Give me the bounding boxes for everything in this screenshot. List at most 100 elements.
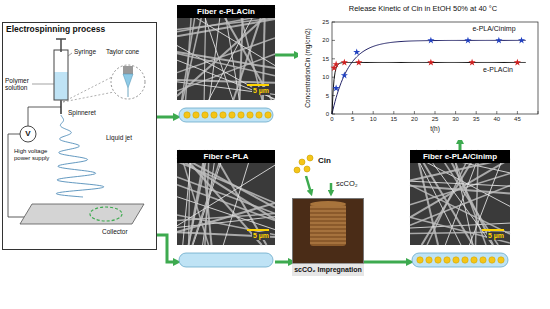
cin-particle [256,112,262,118]
wire [28,107,61,126]
imp-node: scCO₂ Impregnation [292,198,364,276]
part-label: High voltage power supply [14,148,54,162]
cin-particle [307,155,313,161]
process-arrow [157,235,177,262]
cin-particle [220,112,226,118]
fiber-strand [410,185,510,234]
tick-label: 0 [326,111,329,118]
liquid-jet [56,115,103,197]
part-label: Collector [102,228,128,235]
roll-stripe [310,215,346,216]
sem-node: Fiber e-PLA5 µm [177,150,275,272]
tick-label: 25 [432,116,439,123]
electro-node: Electrospinning processSyringePolymer so… [2,22,157,250]
process-arrow [275,53,298,56]
sem-illustration [177,150,275,272]
tick-label: 15 [390,116,397,123]
sem-illustration [410,150,510,272]
cin-particle [453,257,459,263]
data-point [341,72,348,79]
fiber-tube [179,253,273,267]
syringe-barrel [54,50,68,100]
power-supply-symbol [20,126,36,142]
cin-particle [247,112,253,118]
data-point [333,84,340,91]
tick-label: 35 [473,116,480,123]
fiber-label: Fiber e-PLA/Cinimp [410,150,510,163]
inset-leader [63,92,114,102]
tick-label: 30 [452,116,459,123]
fiber-strand [177,46,275,100]
tick-mark [538,111,539,114]
tick-mark [332,58,335,59]
data-point [427,59,434,66]
roll-stripe [310,227,346,228]
fiber-strand [209,5,221,100]
part-label: Spinneret [68,109,96,116]
taylor-cone [123,74,133,88]
roll-stripe [310,231,346,232]
chart-title: Release Kinetic of Cin in EtOH 50% at 40… [298,5,548,14]
tick-mark [332,22,335,23]
fiber-strand [410,217,510,243]
roll-stripes [310,207,346,243]
tick-mark [414,111,415,114]
sem-node: Fiber e-PLACin5 µm [177,5,275,127]
chart-ground [298,2,548,140]
tick-mark [455,111,456,114]
scale-bar [247,229,269,231]
fiber-mesh [410,150,510,245]
fiber-strand [189,150,206,245]
process-arrow [364,260,410,263]
fiber-strand [177,18,275,29]
curve-label: e-PLA/Cinimp [472,25,515,33]
data-point [518,37,525,44]
fit-curve [332,62,526,114]
scale-bar [247,84,269,86]
axis-label: ConcentrationCin (mg/cm2) [304,28,311,107]
cin-particle [498,257,504,263]
tick-mark [476,111,477,114]
data-point [333,61,340,68]
sem-node: Fiber e-PLA/Cinimp5 µm [410,150,510,272]
photo-frame [293,199,364,276]
cin-particle [462,257,468,263]
data-point [468,59,475,66]
fiber-roll [310,204,346,246]
fiber-tube [179,108,273,122]
cin-particle [229,112,235,118]
cin-particle [426,257,432,263]
fiber-mesh [177,150,275,245]
cin-particle [489,257,495,263]
part-label: Taylor cone [106,48,139,55]
data-point [464,37,471,44]
cin-particle [193,112,199,118]
fiber-strand [183,5,204,100]
fiber-strand [177,165,275,226]
roll-stripe [310,243,346,244]
cin-particle [211,112,217,118]
tick-label: 40 [493,116,500,123]
cin-particle [471,257,477,263]
leader-line [68,53,72,56]
roll-stripe [310,235,346,236]
tick-mark [435,111,436,114]
feed-arrow [306,176,311,193]
cin-particle [417,257,423,263]
fit-curve [332,40,526,114]
sem-image [177,5,275,100]
plunger-head [56,38,66,40]
tick-mark [496,111,497,114]
cin-particle [480,257,486,263]
tick-mark [393,111,394,114]
cin-particle [238,112,244,118]
cin-particle [184,112,190,118]
tick-mark [373,111,374,114]
tick-label: 25 [322,19,329,26]
process-arrow [275,260,292,263]
process-label: scCO₂ Impregnation [292,263,364,276]
collector-plate [20,204,144,224]
tick-label: 5 [351,116,354,123]
fiber-tube [412,253,508,267]
chart-node: Release Kinetic of Cin in EtOH 50% at 40… [298,2,548,140]
